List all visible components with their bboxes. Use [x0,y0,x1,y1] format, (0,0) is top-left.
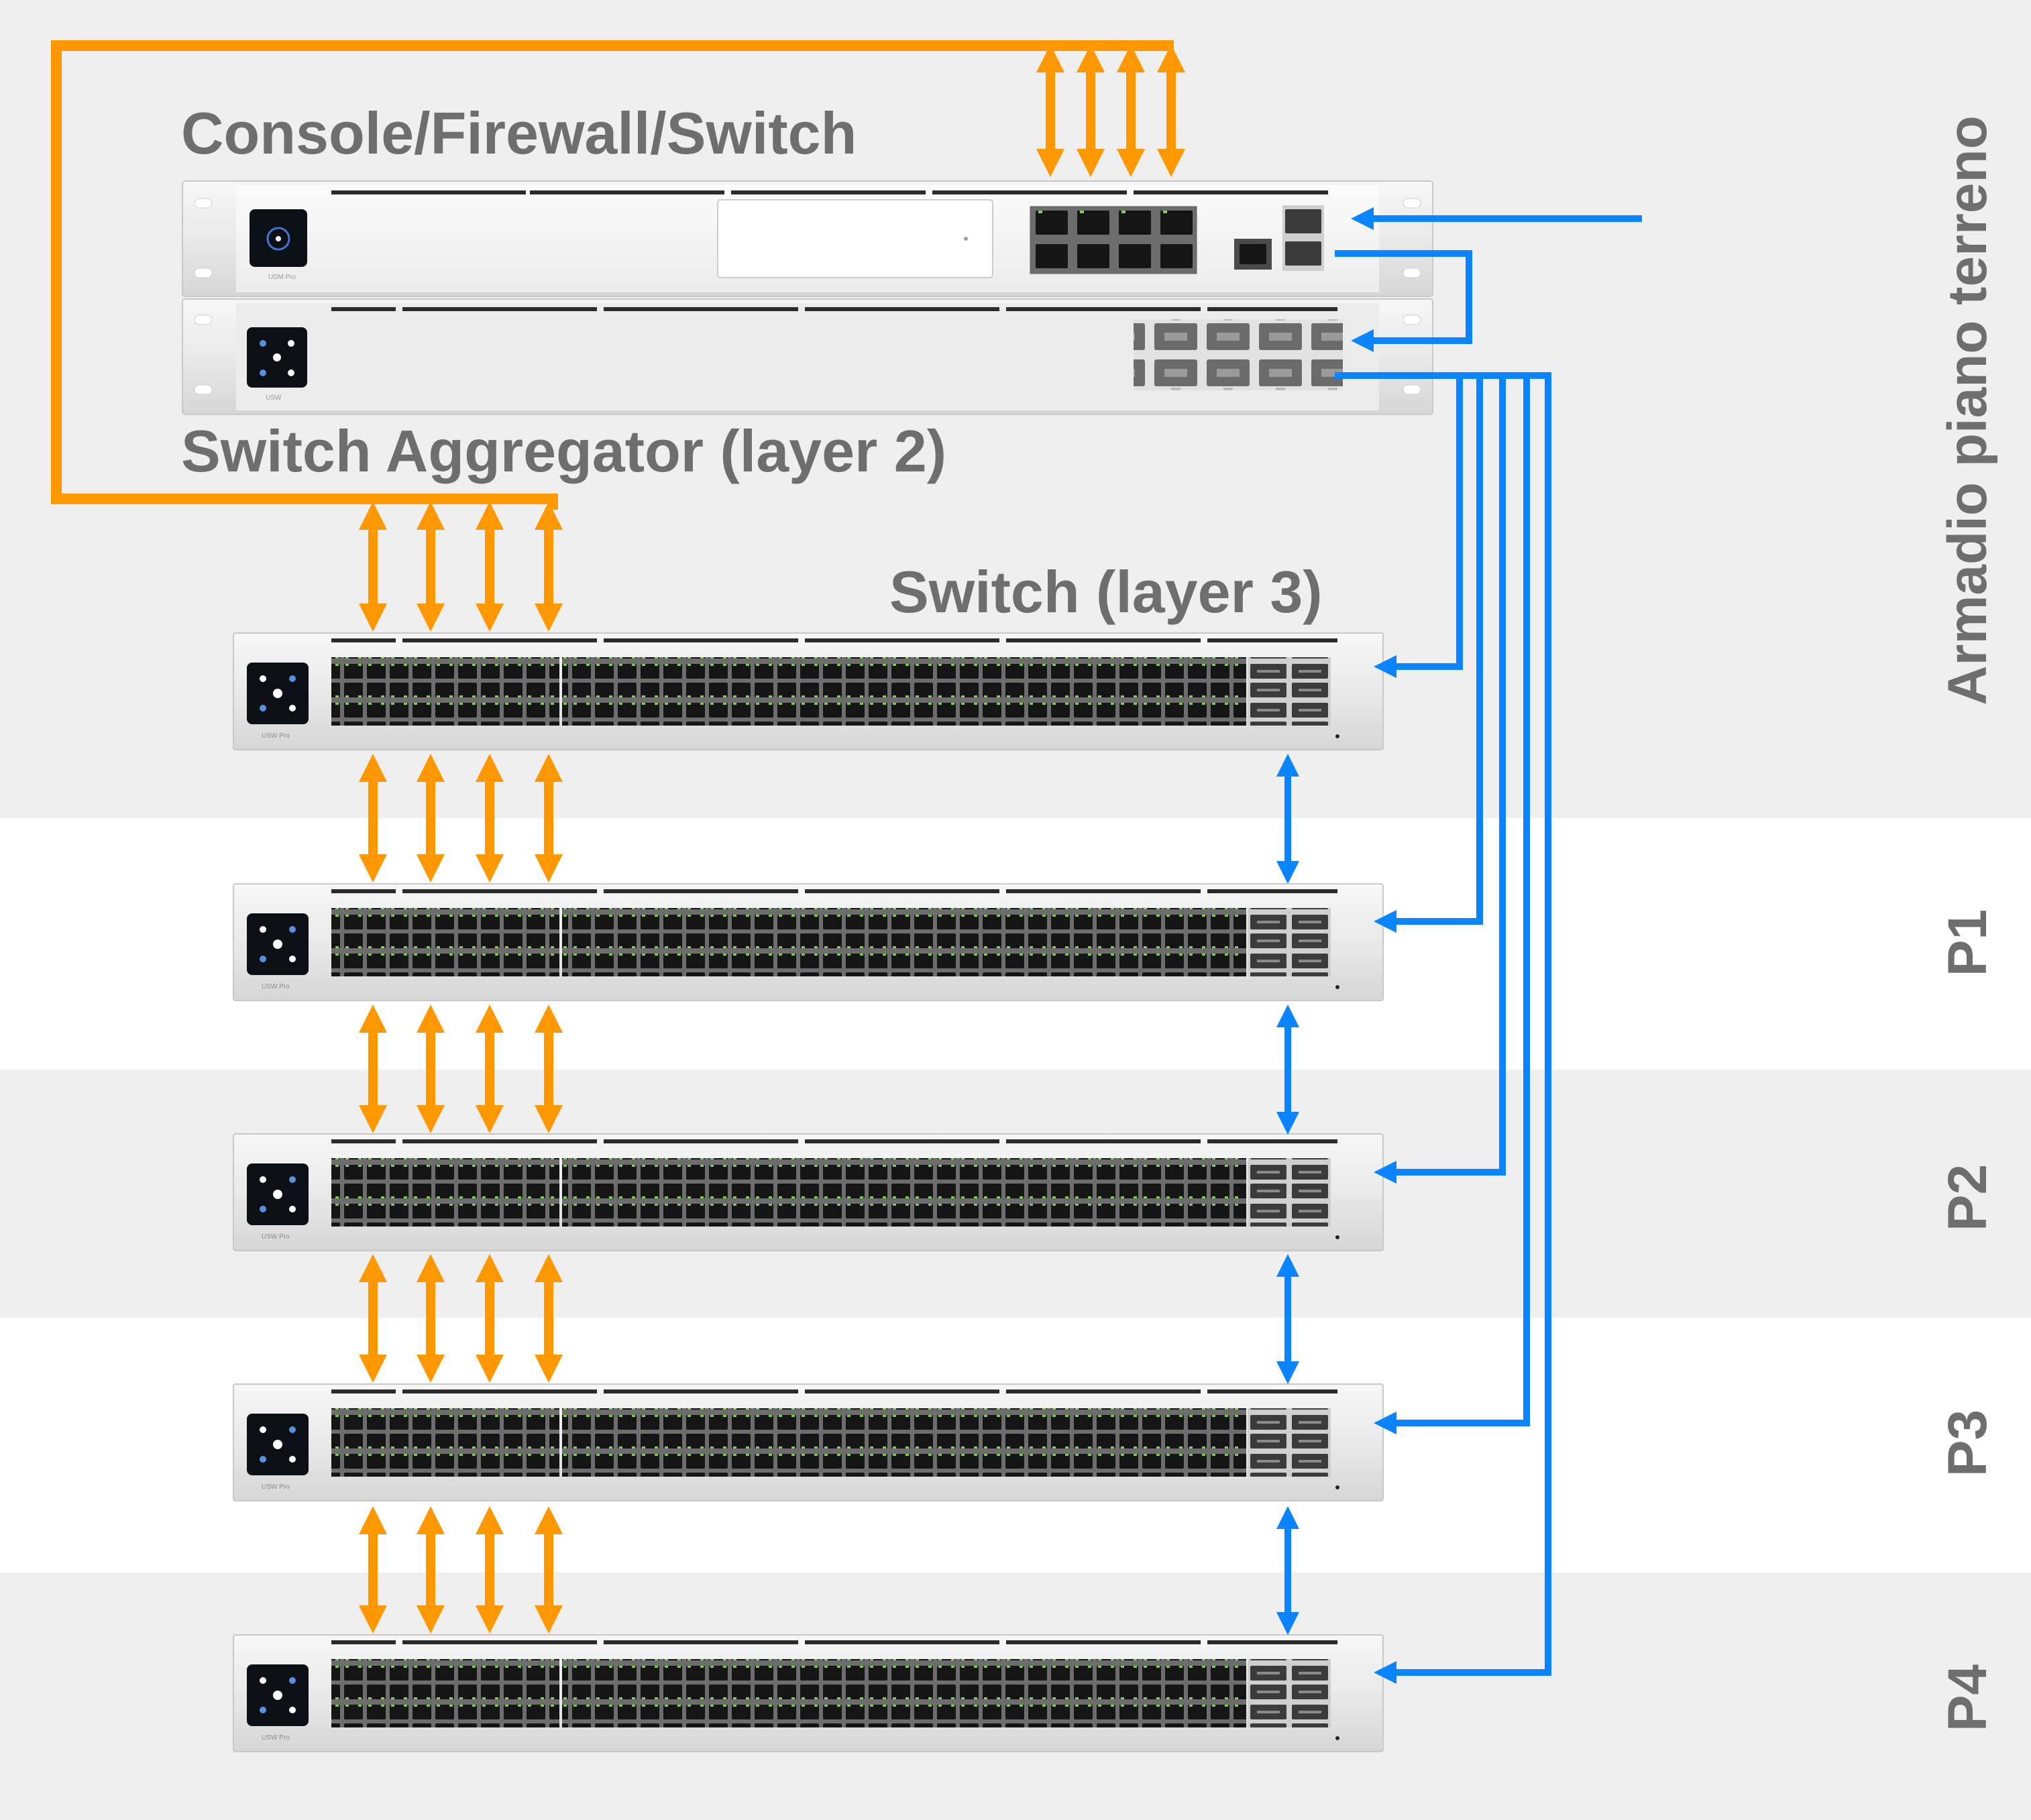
switch-l3-p2: USW Pro [233,1133,1384,1251]
console-firewall-label: Console/Firewall/Switch [181,100,857,166]
switch-l3-p3: USW Pro [233,1383,1384,1501]
floor-label-p4: P4 [1937,1664,1998,1732]
switch-model-tag: USW Pro [262,1483,290,1491]
floor-label-ground: Armadio piano terreno [1937,115,1998,705]
switch-l3-p1: USW Pro [233,883,1384,1001]
blue-agg-to-p4 [1374,372,1551,1685]
switch-aggregator-device: USW [182,298,1433,415]
layer3-switch-label: Switch (layer 3) [889,559,1323,625]
switch-model-tag: USW Pro [262,983,290,990]
floor-label-p1: P1 [1937,909,1998,977]
blue-links [1335,207,1642,1685]
switch-model-tag: USW Pro [262,732,290,740]
switch-l3-ground: USW Pro [233,632,1384,750]
floor-label-p2: P2 [1937,1163,1998,1232]
aggregator-model-tag: USW [266,394,282,402]
switch-model-tag: USW Pro [262,1734,290,1742]
udm-drive-bay [717,199,993,278]
blue-udm-to-agg [1335,250,1472,353]
udm-model-tag: UDM Pro [268,274,296,281]
switch-l3-p4: USW Pro [233,1634,1384,1752]
udm-pro-device: UDM Pro [182,180,1433,297]
aggregator-sfp-ports [1134,319,1343,390]
orange-double-arrows [359,44,1185,1634]
aggregator-label: Switch Aggregator (layer 2) [181,418,946,484]
floor-label-p3: P3 [1937,1409,1998,1477]
switch-model-tag: USW Pro [262,1233,290,1241]
blue-agg-to-ground [1335,372,1463,679]
